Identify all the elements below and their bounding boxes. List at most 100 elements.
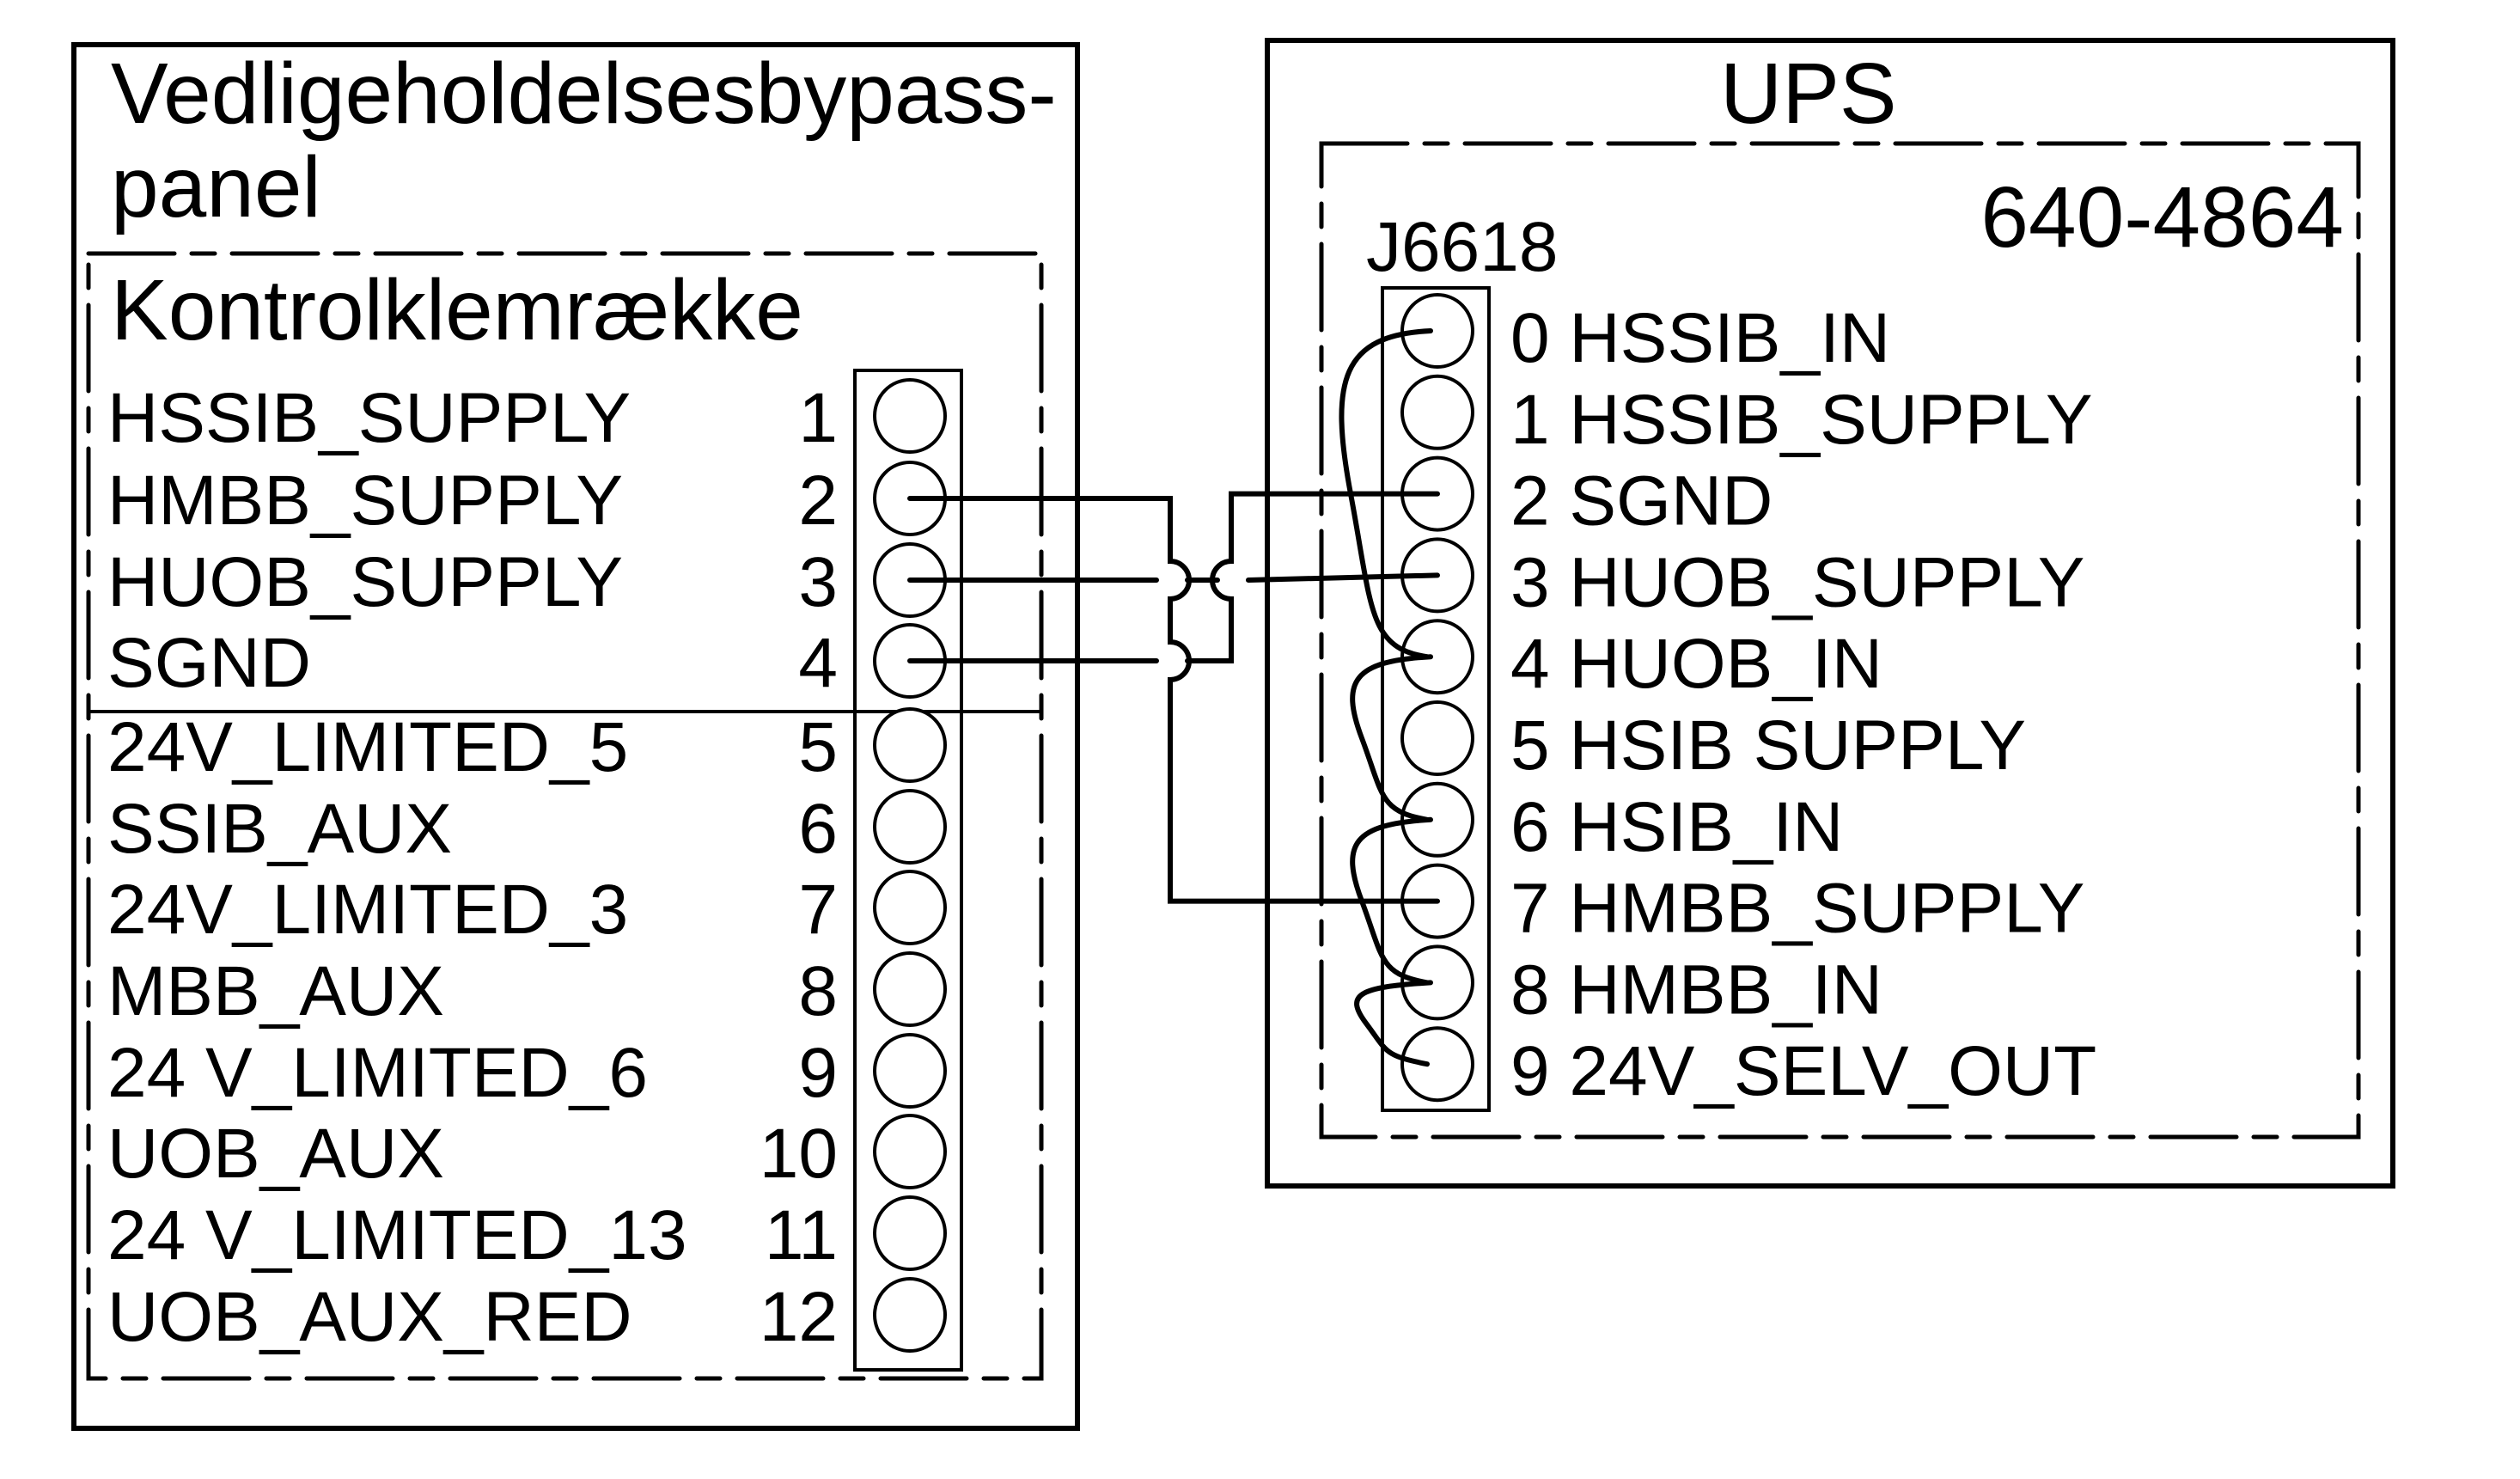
terminal-row: HMBB_SUPPLY 2	[107, 461, 947, 540]
terminal-row: 24 V_LIMITED_13 11	[107, 1195, 947, 1274]
connector-pin-label: 7 HMBB_SUPPLY	[1510, 870, 2084, 948]
connector-pin-signal: 24V_SELV_OUT	[1569, 1032, 2096, 1110]
terminal-row: HUOB_SUPPLY 3	[107, 542, 947, 621]
connector-name: J6618	[1366, 208, 1558, 286]
terminal-number: 6	[798, 790, 838, 868]
connector-pin-number: 2	[1510, 462, 1550, 541]
terminal-number: 4	[798, 624, 838, 702]
jumper-pin-6-to-8	[1350, 816, 1433, 986]
connector-pin-row: 8 HMBB_IN	[1400, 944, 1882, 1029]
terminal-screw-icon	[873, 378, 947, 454]
terminal-label: UOB_AUX_RED	[107, 1278, 632, 1356]
connector-pin-label: 2 SGND	[1510, 462, 1773, 541]
connector-pin-signal: HMBB_SUPPLY	[1569, 870, 2084, 948]
connector-pin-label: 5 HSIB SUPPLY	[1510, 706, 2026, 785]
connector-pin-number: 3	[1510, 543, 1550, 621]
connector-pin-icon	[1400, 1026, 1474, 1103]
terminal-strip	[853, 369, 963, 1372]
terminal-number: 11	[765, 1196, 838, 1274]
terminal-number: 12	[760, 1278, 838, 1356]
terminal-screw-icon	[873, 1277, 947, 1353]
connector-pin-row: 9 24V_SELV_OUT	[1400, 1026, 2096, 1110]
connector-pin-row: 1 HSSIB_SUPPLY	[1400, 374, 2093, 459]
terminal-row: 24 V_LIMITED_6 9	[107, 1033, 947, 1112]
connector-pin-icon	[1400, 781, 1474, 858]
connector-pin-signal: HUOB_IN	[1569, 625, 1882, 703]
connector-pin-signal: HMBB_IN	[1569, 950, 1882, 1029]
ups-title: UPS	[1720, 46, 1897, 142]
terminal-label: HUOB_SUPPLY	[107, 543, 623, 621]
jumper-pin-4-to-6	[1350, 654, 1433, 822]
terminal-screw-icon	[873, 789, 947, 865]
terminal-label: SSIB_AUX	[107, 790, 452, 868]
terminal-number: 5	[798, 708, 838, 786]
connector-pin-icon	[1400, 700, 1474, 776]
terminal-row: MBB_AUX 8	[107, 951, 947, 1030]
connector-pin-label: 8 HMBB_IN	[1510, 950, 1882, 1029]
terminal-label: HSSIB_SUPPLY	[107, 379, 631, 457]
terminal-number: 3	[798, 543, 838, 621]
terminal-label: 24 V_LIMITED_13	[107, 1196, 687, 1274]
connector-pin-label: 4 HUOB_IN	[1510, 625, 1882, 703]
connector-pin-signal: HSIB SUPPLY	[1569, 706, 2026, 785]
terminal-screw-icon	[873, 1114, 947, 1189]
connector-pin-row: 2 SGND	[1400, 455, 1773, 541]
terminal-number: 1	[798, 379, 838, 457]
connector-pin-number: 5	[1510, 706, 1550, 785]
field-wiring	[907, 491, 1440, 904]
wire-huob-supply	[907, 572, 1440, 583]
terminal-label: HMBB_SUPPLY	[107, 461, 623, 540]
connector-pin-number: 1	[1510, 381, 1550, 459]
connector-pin-signal: HSSIB_SUPPLY	[1569, 381, 2092, 459]
terminal-row: HSSIB_SUPPLY 1	[107, 378, 947, 457]
terminal-block-title: Kontrolklemrække	[111, 262, 803, 358]
connector-pin-label: 6 HSIB_IN	[1510, 788, 1843, 866]
ups-control-board: 640-4864 J6618 0 HSSIB_IN1 HSSIB_SUPPLY2…	[1319, 141, 2361, 1140]
wire-hmbb-supply	[907, 496, 1440, 904]
terminal-number: 10	[760, 1115, 838, 1193]
terminal-row: 24V_LIMITED_5 5	[107, 707, 947, 786]
connector-pin-row: 6 HSIB_IN	[1400, 781, 1843, 866]
connector-pin-signal: HSSIB_IN	[1569, 299, 1890, 377]
terminal-number: 7	[798, 871, 838, 949]
terminal-block-boundary	[86, 251, 1044, 1381]
connector-pin-row: 5 HSIB SUPPLY	[1400, 700, 2026, 785]
connector-pin-label: 0 HSSIB_IN	[1510, 299, 1890, 377]
terminal-row: UOB_AUX 10	[107, 1114, 947, 1193]
ups-frame	[1265, 38, 2395, 1189]
terminal-label: 24V_LIMITED_5	[107, 708, 628, 786]
terminal-screw-icon	[873, 951, 947, 1027]
terminal-screw-icon	[873, 1033, 947, 1109]
connector-pin-number: 7	[1510, 870, 1550, 948]
maintenance-bypass-panel-frame	[71, 42, 1080, 1431]
terminal-screw-icon	[873, 870, 947, 945]
connector-pin-row: 0 HSSIB_IN	[1400, 293, 1890, 377]
connector-j6618	[1381, 286, 1491, 1112]
connector-pin-number: 6	[1510, 788, 1550, 866]
terminal-number: 8	[798, 952, 838, 1030]
board-part-number: 640-4864	[1980, 169, 2344, 266]
connector-pin-icon	[1400, 293, 1474, 369]
terminal-label: UOB_AUX	[107, 1115, 444, 1193]
panel-title-line-1: Vedligeholdelsesbypass-	[111, 46, 1057, 142]
connector-pin-signal: HSIB_IN	[1569, 788, 1843, 866]
terminal-row: UOB_AUX_RED 12	[107, 1277, 947, 1356]
terminal-number: 9	[798, 1034, 838, 1112]
connector-pin-row: 3 HUOB_SUPPLY	[1400, 537, 2084, 621]
terminal-label: MBB_AUX	[107, 952, 444, 1030]
connector-pin-label: 9 24V_SELV_OUT	[1510, 1032, 2096, 1110]
connector-pin-row: 4 HUOB_IN	[1400, 619, 1882, 703]
terminal-label: 24 V_LIMITED_6	[107, 1034, 648, 1112]
terminal-label: 24V_LIMITED_3	[107, 871, 628, 949]
terminal-number: 2	[798, 461, 838, 540]
terminal-screw-icon	[873, 1195, 947, 1271]
connector-pin-signal: HUOB_SUPPLY	[1569, 543, 2084, 621]
terminal-label: SGND	[107, 624, 311, 702]
connector-pin-label: 3 HUOB_SUPPLY	[1510, 543, 2084, 621]
connector-pin-label: 1 HSSIB_SUPPLY	[1510, 381, 2093, 459]
factory-jumpers	[1339, 328, 1433, 1067]
connector-pin-signal: SGND	[1569, 462, 1773, 541]
